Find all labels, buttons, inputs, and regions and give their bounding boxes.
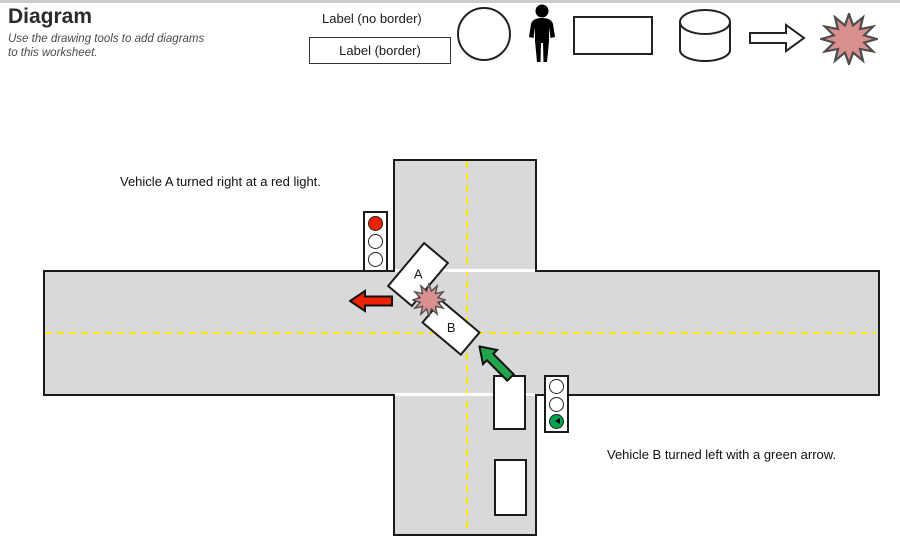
road-border — [393, 394, 395, 536]
tool-label-border[interactable]: Label (border) — [309, 37, 451, 64]
road-border — [43, 394, 393, 396]
traffic-signal-green-arrow[interactable] — [544, 375, 569, 433]
road-border — [43, 270, 393, 272]
rectangle-icon[interactable] — [573, 16, 653, 55]
red-light-icon — [368, 216, 383, 231]
green-arrow-light-icon — [549, 413, 564, 429]
off-light-icon — [549, 379, 564, 395]
off-light-icon — [368, 252, 383, 267]
road-border — [393, 159, 395, 272]
stop-line-north — [395, 269, 535, 272]
traffic-signal-red[interactable] — [363, 211, 388, 272]
road-border — [535, 159, 537, 272]
road-border — [878, 270, 880, 396]
stop-line-south — [395, 393, 535, 396]
person-icon[interactable] — [526, 4, 558, 64]
red-arrow-left-icon[interactable] — [349, 289, 393, 313]
queued-vehicle-rect[interactable] — [494, 459, 527, 516]
note-vehicle-a[interactable]: Vehicle A turned right at a red light. — [120, 174, 321, 189]
road-border — [43, 270, 45, 396]
road-border — [393, 534, 537, 536]
road-border — [535, 394, 537, 536]
road-border — [537, 270, 880, 272]
collision-starburst-icon[interactable] — [412, 283, 446, 317]
vehicle-b-label: B — [446, 319, 456, 335]
note-vehicle-b[interactable]: Vehicle B turned left with a green arrow… — [607, 447, 837, 462]
page-subtitle-line2: to this worksheet. — [8, 47, 98, 59]
green-arrow-upleft-icon[interactable] — [470, 337, 519, 386]
off-light-icon — [549, 396, 564, 412]
tool-label-no-border[interactable]: Label (no border) — [322, 11, 422, 26]
vehicle-a-label: A — [413, 267, 423, 283]
cylinder-icon[interactable] — [678, 8, 732, 63]
arrow-right-icon[interactable] — [749, 23, 806, 53]
road-border — [537, 394, 880, 396]
queued-vehicle-rect[interactable] — [493, 375, 526, 430]
page-title: Diagram — [8, 5, 93, 28]
circle-icon[interactable] — [457, 7, 511, 61]
top-divider — [0, 0, 900, 3]
page-subtitle-line1: Use the drawing tools to add diagrams — [8, 33, 205, 45]
off-light-icon — [368, 234, 383, 249]
starburst-icon[interactable] — [820, 13, 878, 65]
road-border — [393, 159, 537, 161]
